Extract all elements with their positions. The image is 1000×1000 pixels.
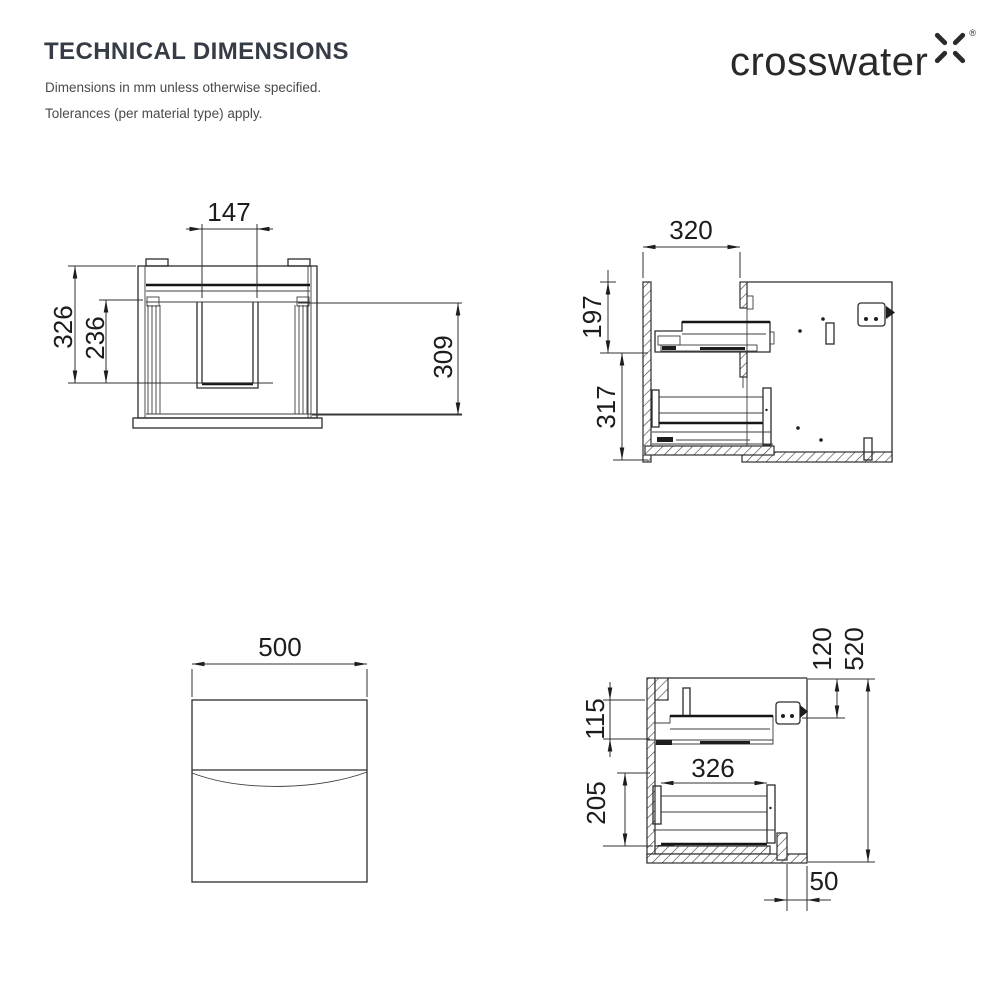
dimension-bracket-drop-120: 120 — [802, 627, 875, 719]
front-panel-section-lower — [646, 677, 656, 863]
brand-logo: crosswater ® — [730, 28, 976, 82]
bottom-panel-section-upper — [644, 445, 775, 456]
dim-label-147: 147 — [207, 197, 250, 227]
upper-drawer-section — [654, 320, 775, 353]
dimension-overall-height-520: 520 — [808, 627, 875, 863]
dimension-wall-gap-50: 50 — [764, 864, 838, 911]
dimension-width-500: 500 — [191, 632, 368, 697]
dim-label-317: 317 — [591, 385, 621, 428]
side-panel-face — [741, 281, 893, 463]
bottom-panel-outer-section — [646, 853, 808, 864]
wall-flange-left — [145, 258, 169, 267]
wall-flange-right — [287, 258, 311, 267]
lower-drawer-section — [651, 387, 773, 446]
front-panel-section — [642, 281, 652, 463]
dimension-drawer-depth-326: 326 — [661, 753, 767, 786]
dim-label-205: 205 — [581, 781, 611, 824]
wall-bracket-lower — [775, 701, 808, 725]
back-rail-section — [739, 281, 748, 309]
dimension-drawer-height-205: 205 — [581, 772, 653, 847]
dimension-overall-depth: 326 — [48, 265, 273, 384]
dim-label-236: 236 — [80, 316, 110, 359]
dim-label-326-drawer: 326 — [691, 753, 734, 783]
brand-wordmark: crosswater — [729, 40, 929, 84]
side-section-upper-drawing: 320 197 317 — [577, 215, 895, 463]
side-section-lower-drawing: 115 205 326 120 520 — [580, 627, 875, 911]
back-rail-bottom-section — [776, 832, 788, 861]
dimension-upper-height-197: 197 — [577, 270, 648, 354]
dim-label-500: 500 — [258, 632, 301, 662]
plan-view-drawing: 147 326 236 309 — [48, 197, 462, 429]
dimension-cutout-width: 147 — [186, 197, 273, 298]
dim-label-115: 115 — [580, 698, 610, 739]
handle-recess-curve — [191, 771, 368, 787]
dimension-lower-height-317: 317 — [591, 353, 648, 461]
dim-label-197: 197 — [577, 295, 607, 338]
plan-basin-cutout — [196, 302, 259, 389]
wall-bracket-upper — [857, 302, 895, 327]
dimension-depth-320: 320 — [642, 215, 741, 278]
dim-label-50: 50 — [810, 866, 839, 896]
dimension-internal-width: 309 — [298, 302, 462, 416]
dim-label-120: 120 — [807, 627, 837, 670]
upper-drawer-section-lower — [647, 714, 774, 745]
dimension-top-clearance-115: 115 — [580, 682, 650, 757]
subtitle-tolerances: Tolerances (per material type) apply. — [45, 106, 263, 121]
top-panel-section — [654, 677, 669, 701]
front-carcass — [191, 699, 368, 883]
crosswater-x-icon — [935, 32, 966, 64]
lower-drawer-section-lower — [652, 784, 776, 850]
subtitle-units: Dimensions in mm unless otherwise specif… — [45, 80, 322, 95]
plan-drawer-slides — [147, 305, 308, 414]
dim-label-320: 320 — [669, 215, 712, 245]
bottom-panel-inner-section — [654, 845, 771, 855]
front-view-drawing: 500 — [191, 632, 368, 883]
dim-label-520: 520 — [839, 627, 869, 670]
dimension-internal-depth: 236 — [80, 299, 143, 383]
dim-label-309: 309 — [428, 335, 458, 378]
dim-label-326-plan: 326 — [48, 305, 78, 348]
mid-back-rail-section — [739, 351, 748, 378]
plan-cabinet-outline — [132, 258, 462, 429]
page-title: TECHNICAL DIMENSIONS — [44, 38, 349, 65]
registered-mark: ® — [969, 28, 976, 38]
